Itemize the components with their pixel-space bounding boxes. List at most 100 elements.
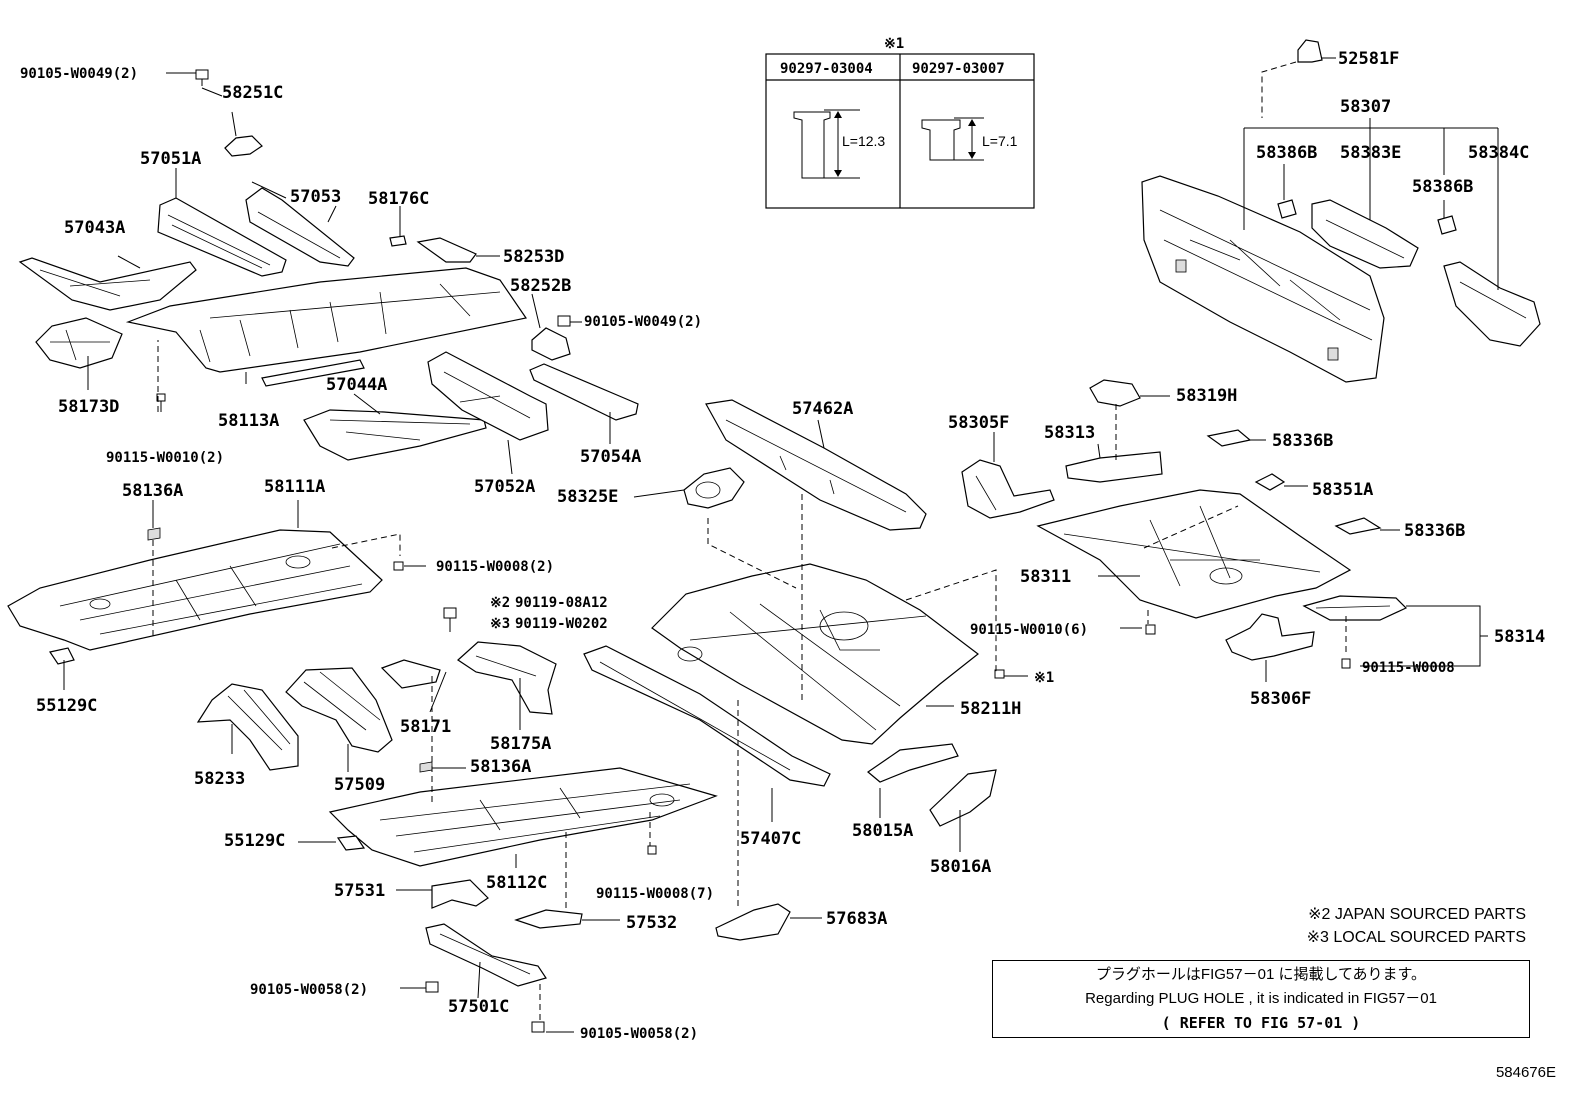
label-58386b-right: 58386B [1412, 177, 1473, 197]
seal-55129c-bottom [336, 835, 366, 851]
label-58253d: 58253D [503, 247, 564, 267]
ref-mark-1: ※1 [1034, 670, 1054, 686]
fastener-table: ※1 90297-03004 90297-03007 L=12.3 L=7.1 [765, 36, 1035, 209]
label-58233: 58233 [194, 769, 245, 789]
reference-jp: プラグホールはFIG57－01 に掲載してあります。 [1095, 966, 1427, 983]
label-58306f: 58306F [1250, 689, 1311, 709]
reinforcement-57509 [285, 667, 393, 753]
label-58173d: 58173D [58, 397, 119, 417]
grommet-58325e [683, 467, 745, 509]
bolt-90115-w0008-left [393, 561, 404, 571]
bracket-58336b-bottom [1334, 517, 1382, 535]
reference-fig: ( REFER TO FIG 57-01 ) [1161, 1014, 1361, 1032]
reinforcement-58233 [196, 683, 299, 771]
bolt-90115-w0010-right [1145, 624, 1156, 635]
panel-58383e [1311, 199, 1419, 269]
bracket-58251c [224, 135, 263, 157]
bolt-90105-w0058-a [425, 981, 439, 993]
figure-id: 584676E [1495, 1064, 1556, 1081]
label-57407c: 57407C [740, 829, 801, 849]
label-90115-w0010-2: 90115-W0010(2) [106, 450, 224, 466]
label-57044a: 57044A [326, 375, 387, 395]
label-57683a: 57683A [826, 909, 887, 929]
label-58112c: 58112C [486, 873, 547, 893]
label-58319h: 58319H [1176, 386, 1237, 406]
table-len1: L=12.3 [842, 133, 885, 149]
label-90105-w0058-a: 90105-W0058(2) [250, 982, 368, 998]
clip-58386b-right [1437, 215, 1457, 235]
bolt-90115-w0008-right [1341, 658, 1351, 669]
label-58211h: 58211H [960, 699, 1021, 719]
label-58113a: 58113A [218, 411, 279, 431]
seal-55129c-left [49, 647, 75, 665]
label-57501c: 57501C [448, 997, 509, 1017]
reference-box: プラグホールはFIG57－01 に掲載してあります。 Regarding PLU… [992, 960, 1530, 1038]
clip-12-3-icon [793, 109, 860, 179]
panel-58384c [1443, 261, 1541, 347]
label-58314: 58314 [1494, 627, 1545, 647]
table-col2: 90297-03007 [912, 61, 1005, 77]
rail-58113a [261, 359, 365, 387]
label-58136a-bottom: 58136A [470, 757, 531, 777]
label-90105-w0049-right: 90105-W0049(2) [584, 314, 702, 330]
bracket-58319h [1089, 379, 1141, 407]
label-58171: 58171 [400, 717, 451, 737]
bolt-90115-w0008-bottom [647, 845, 657, 855]
table-col1: 90297-03004 [780, 61, 873, 77]
label-90115-w0008-right: 90115-W0008 [1362, 660, 1455, 676]
label-58016a: 58016A [930, 857, 991, 877]
clip-58136a-top [147, 527, 161, 541]
label-58336b-bottom: 58336B [1404, 521, 1465, 541]
bolt-90105-w0058-b [531, 1021, 545, 1033]
floor-58112c [328, 767, 718, 867]
clip-58386b-left [1277, 199, 1297, 219]
label-58336b-top: 58336B [1272, 431, 1333, 451]
bracket-58351a [1254, 473, 1286, 491]
floor-pan-58113a [125, 267, 528, 373]
bracket-58016a [929, 769, 997, 827]
label-55129c-bottom: 55129C [224, 831, 285, 851]
panel-58307 [1141, 175, 1385, 383]
table-len2: L=7.1 [982, 133, 1018, 149]
label-57043a: 57043A [64, 218, 125, 238]
label-58176c: 58176C [368, 189, 429, 209]
label-52581f: 52581F [1338, 49, 1399, 69]
member-57462a [705, 399, 927, 531]
floor-pan-58311 [1036, 489, 1352, 619]
label-57052a: 57052A [474, 477, 535, 497]
member-58305f [961, 459, 1055, 519]
cap-52581f [1297, 39, 1323, 63]
label-58175a: 58175A [490, 734, 551, 754]
bracket-58252b [531, 327, 571, 361]
label-58383e: 58383E [1340, 143, 1401, 163]
floor-pan-58211h [651, 563, 979, 745]
bolt-90105-w0049-top [195, 69, 209, 86]
member-57052a [427, 351, 549, 441]
label-90119-w0202: 90119-W0202 [515, 616, 608, 632]
bolt-90115-w0010-left [156, 393, 166, 412]
clip-7-1-icon [921, 117, 984, 161]
bracket-58253d [416, 237, 477, 263]
label-57531: 57531 [334, 881, 385, 901]
label-57053: 57053 [290, 187, 341, 207]
label-58311: 58311 [1020, 567, 1071, 587]
bracket-58015a [867, 743, 959, 783]
label-90105-w0058-b: 90105-W0058(2) [580, 1026, 698, 1042]
label-58251c: 58251C [222, 83, 283, 103]
note-local-sourced: ※3 LOCAL SOURCED PARTS [1306, 929, 1526, 946]
bolt-90115-w0010-center [994, 669, 1005, 679]
member-57054a [529, 363, 639, 421]
member-58314 [1302, 595, 1408, 621]
label-58313: 58313 [1044, 423, 1095, 443]
bracket-57501c [425, 923, 547, 987]
rocker-57407c [583, 645, 831, 787]
bracket-57532 [514, 909, 583, 929]
label-90115-w0010-6: 90115-W0010(6) [970, 622, 1088, 638]
label-58307: 58307 [1340, 97, 1391, 117]
label-57054a: 57054A [580, 447, 641, 467]
plate-58171 [380, 659, 441, 689]
clip-58136a-bottom [419, 761, 433, 773]
label-58252b: 58252B [510, 276, 571, 296]
label-58351a: 58351A [1312, 480, 1373, 500]
